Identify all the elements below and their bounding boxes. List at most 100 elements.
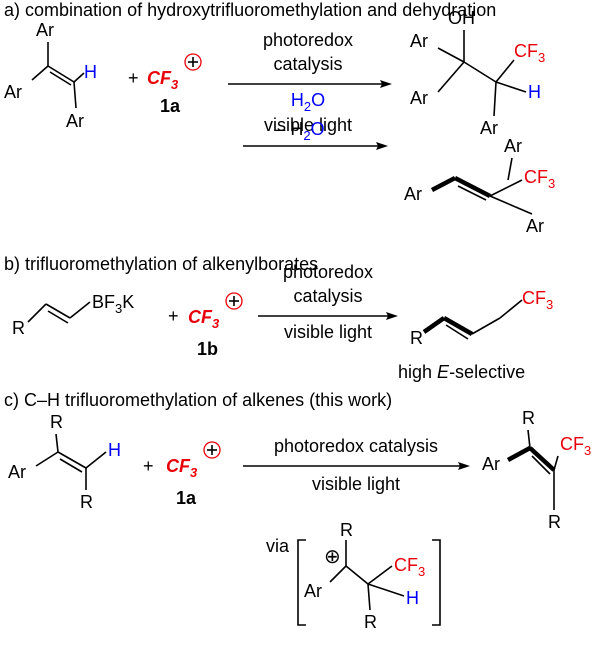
bond-line bbox=[499, 299, 523, 319]
label-text: 3 bbox=[584, 443, 591, 458]
label-text: 2 bbox=[303, 128, 310, 143]
label-text: Ar bbox=[404, 184, 422, 204]
label-text: CF3 bbox=[188, 307, 220, 331]
label-text: Ar bbox=[526, 216, 544, 236]
bond-line bbox=[55, 433, 59, 453]
bond-line bbox=[442, 316, 474, 336]
label-text: 3 bbox=[418, 564, 425, 579]
bond-line bbox=[453, 175, 492, 199]
label-text: R bbox=[80, 492, 93, 512]
bond-line bbox=[457, 185, 487, 201]
label-text: visible light bbox=[284, 322, 372, 342]
h-label: H bbox=[84, 62, 97, 82]
section-c-title: c) C–H trifluoromethylation of alkenes (… bbox=[4, 390, 392, 410]
label-text: H bbox=[528, 82, 541, 102]
cf3-cation-reagent: CF3 1b bbox=[188, 292, 243, 359]
bond-line bbox=[553, 455, 559, 471]
label-text: photoredox bbox=[283, 262, 373, 282]
via-label: via bbox=[266, 536, 290, 556]
bond-line bbox=[463, 61, 497, 83]
label-text: CF3 bbox=[147, 68, 179, 92]
ar-label: Ar bbox=[4, 82, 22, 102]
reagent-id: 1b bbox=[197, 339, 218, 359]
bond-line bbox=[471, 317, 501, 335]
charge-circle-icon bbox=[225, 292, 243, 310]
label-text: BF3K bbox=[92, 292, 134, 316]
label-text: visible light bbox=[312, 474, 400, 494]
label-text: 3 bbox=[548, 176, 555, 191]
label-text: Ar bbox=[480, 118, 498, 138]
section-a-reactant: Ar Ar H Ar bbox=[4, 20, 97, 131]
bond-line bbox=[47, 310, 69, 324]
reagent-id: 1a bbox=[176, 488, 197, 508]
label-text: R bbox=[340, 520, 353, 540]
label-text: H bbox=[108, 440, 121, 460]
bond-line bbox=[386, 312, 398, 320]
label-text: Ar bbox=[304, 581, 322, 601]
bond-line bbox=[85, 451, 107, 469]
plus-sign: + bbox=[168, 306, 179, 326]
bond-line bbox=[297, 539, 306, 626]
bond-line bbox=[367, 583, 405, 597]
bond-line bbox=[57, 451, 87, 469]
bond-line bbox=[376, 142, 388, 150]
bond-line bbox=[489, 179, 523, 197]
alkenylborate: R BF3K bbox=[12, 292, 134, 338]
label-text: CF bbox=[188, 307, 213, 327]
bond-line bbox=[489, 195, 533, 215]
bond-line bbox=[27, 303, 47, 323]
label-text: ⊕ bbox=[324, 546, 341, 568]
label-text: OH bbox=[448, 8, 475, 28]
label-text: O bbox=[311, 119, 325, 139]
label-text: H bbox=[406, 588, 419, 608]
carbocation-intermediate: via R ⊕ Ar CF3 H R bbox=[266, 520, 441, 632]
section-b-arrow: photoredox catalysis visible light bbox=[258, 262, 398, 342]
cf3-cation-reagent: CF3 1a bbox=[166, 441, 221, 508]
ar-label: Ar bbox=[36, 20, 54, 40]
label-text: H2O bbox=[291, 90, 325, 114]
label-text: 2 bbox=[304, 99, 311, 114]
label-text: CF bbox=[166, 456, 191, 476]
label-text: BF bbox=[92, 292, 115, 312]
bond-line bbox=[35, 451, 59, 467]
label-text: O bbox=[311, 90, 325, 110]
label-text: Ar bbox=[504, 136, 522, 156]
label-text: – HH2O bbox=[275, 119, 324, 143]
label-text: Ar bbox=[410, 31, 428, 51]
label-text: high bbox=[398, 362, 437, 382]
section-c-product: R Ar CF3 R bbox=[482, 408, 591, 532]
label-text: R bbox=[364, 612, 377, 632]
charge-circle-icon bbox=[184, 53, 202, 71]
bond-line bbox=[45, 303, 71, 319]
section-a-arrow1: photoredox catalysis H2O visible light bbox=[228, 30, 392, 135]
bond-line bbox=[528, 446, 556, 472]
bond-line bbox=[47, 65, 75, 83]
label-text: CF3 bbox=[514, 41, 545, 65]
bond-line bbox=[531, 455, 551, 475]
label-text: CF bbox=[522, 288, 546, 308]
plus-sign: + bbox=[128, 68, 139, 88]
section-a-alkene-product: Ar Ar CF3 Ar bbox=[404, 136, 555, 236]
bond-line bbox=[527, 429, 531, 449]
bond-line bbox=[432, 539, 441, 626]
bond-line bbox=[31, 65, 49, 81]
section-b-title: b) trifluoromethylation of alkenylborate… bbox=[4, 254, 318, 274]
label-text: R bbox=[410, 328, 423, 348]
cf3-cation-reagent: CF3 1a bbox=[147, 53, 202, 116]
label-text: – H bbox=[275, 119, 303, 139]
label-text: R bbox=[548, 512, 561, 532]
bond-line bbox=[73, 81, 77, 109]
label-text: CF bbox=[394, 555, 418, 575]
bond-line bbox=[437, 47, 465, 63]
label-text: visible light bbox=[264, 115, 352, 135]
label-text: CF3 bbox=[560, 434, 591, 458]
label-text: -selective bbox=[449, 362, 525, 382]
section-b-product: R CF3 high E-selective bbox=[398, 288, 553, 382]
label-text: CF3 bbox=[394, 555, 425, 579]
label-text: R bbox=[12, 318, 25, 338]
bond-line bbox=[493, 81, 497, 117]
label-text: CF bbox=[524, 167, 548, 187]
bond-line bbox=[422, 316, 446, 334]
label-text: CF bbox=[514, 41, 538, 61]
bond-line bbox=[437, 61, 465, 93]
